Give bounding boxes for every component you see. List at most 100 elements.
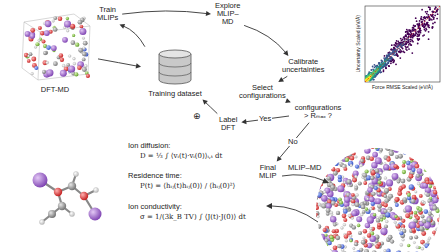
atom <box>410 214 412 216</box>
data-point <box>372 66 374 68</box>
axis-label: Force RMSE Scaled (eV/Å) <box>372 85 433 91</box>
atom <box>417 182 420 185</box>
data-point <box>414 25 416 27</box>
data-point <box>431 15 433 17</box>
connector-line <box>123 26 145 47</box>
data-point <box>388 53 390 55</box>
atom <box>335 235 340 240</box>
process-step: Label DFT <box>217 115 239 133</box>
data-point <box>398 51 400 53</box>
process-step: Calibrate uncertainties <box>280 57 327 75</box>
data-point <box>396 54 398 56</box>
atom <box>421 247 424 250</box>
atom <box>78 20 83 25</box>
atom <box>369 227 372 230</box>
arrow-head <box>203 99 208 104</box>
atom <box>351 193 355 197</box>
atom <box>327 241 332 246</box>
data-point <box>434 15 436 17</box>
atom <box>367 187 372 192</box>
atom <box>397 191 402 196</box>
atom <box>403 209 405 211</box>
atom <box>35 42 39 46</box>
atom <box>384 177 387 180</box>
arrow-head <box>285 98 291 103</box>
data-point <box>428 38 430 40</box>
data-point <box>403 36 405 38</box>
data-point <box>388 54 390 56</box>
atom <box>73 57 76 60</box>
step-label: Training dataset <box>148 90 202 98</box>
atom <box>406 251 410 252</box>
step-label: configurations > Rₘₐₓ ? <box>293 104 343 120</box>
data-point <box>372 75 374 77</box>
data-point <box>420 19 422 21</box>
atom <box>405 205 412 212</box>
atom <box>58 17 63 22</box>
atom <box>79 28 86 35</box>
data-point <box>419 30 421 32</box>
atom <box>53 16 57 20</box>
atom <box>432 231 436 235</box>
flow-connector <box>98 59 141 69</box>
data-point <box>408 48 410 50</box>
data-point <box>426 17 428 19</box>
data-point <box>410 44 412 46</box>
atom <box>53 61 58 66</box>
atom <box>374 145 378 149</box>
atom <box>415 251 419 252</box>
atom <box>383 164 389 170</box>
atom <box>375 198 381 204</box>
atom <box>82 37 85 40</box>
atom <box>415 191 417 193</box>
connector-line <box>98 59 137 66</box>
data-point <box>374 67 376 69</box>
atom <box>385 220 388 223</box>
data-point <box>399 57 401 59</box>
step-label: Label DFT <box>219 116 237 132</box>
atom <box>377 180 381 184</box>
atom <box>399 231 403 235</box>
atom <box>392 173 399 180</box>
data-point <box>419 28 421 30</box>
atom <box>46 69 53 76</box>
atom <box>401 184 406 189</box>
atom <box>421 200 424 203</box>
atom <box>327 176 331 180</box>
data-point <box>424 29 426 31</box>
data-point <box>417 31 419 33</box>
data-point <box>390 62 392 64</box>
atom <box>424 169 427 172</box>
data-point <box>421 16 423 18</box>
atom <box>363 181 367 185</box>
data-point <box>384 55 386 57</box>
atom <box>430 190 437 197</box>
atom <box>395 197 400 202</box>
edge-label: No <box>287 138 299 146</box>
atom <box>409 155 414 160</box>
data-point <box>408 33 410 35</box>
data-point <box>429 8 431 10</box>
data-point <box>415 32 417 34</box>
atom <box>44 30 50 36</box>
atom <box>437 194 442 199</box>
atom <box>352 225 356 229</box>
atom <box>321 195 328 202</box>
atom <box>403 197 408 202</box>
data-point <box>429 9 431 11</box>
atom <box>384 249 387 252</box>
data-point <box>432 23 434 25</box>
atom <box>439 213 443 217</box>
data-point <box>404 38 406 40</box>
data-point <box>393 47 395 49</box>
atom <box>395 155 399 159</box>
cylinder-ring <box>159 63 191 76</box>
connector-line <box>279 123 309 159</box>
atom <box>431 215 433 217</box>
atom <box>38 39 41 42</box>
atom <box>323 191 326 194</box>
atom <box>349 239 352 242</box>
cylinder-top <box>159 50 191 58</box>
atom <box>407 244 410 247</box>
